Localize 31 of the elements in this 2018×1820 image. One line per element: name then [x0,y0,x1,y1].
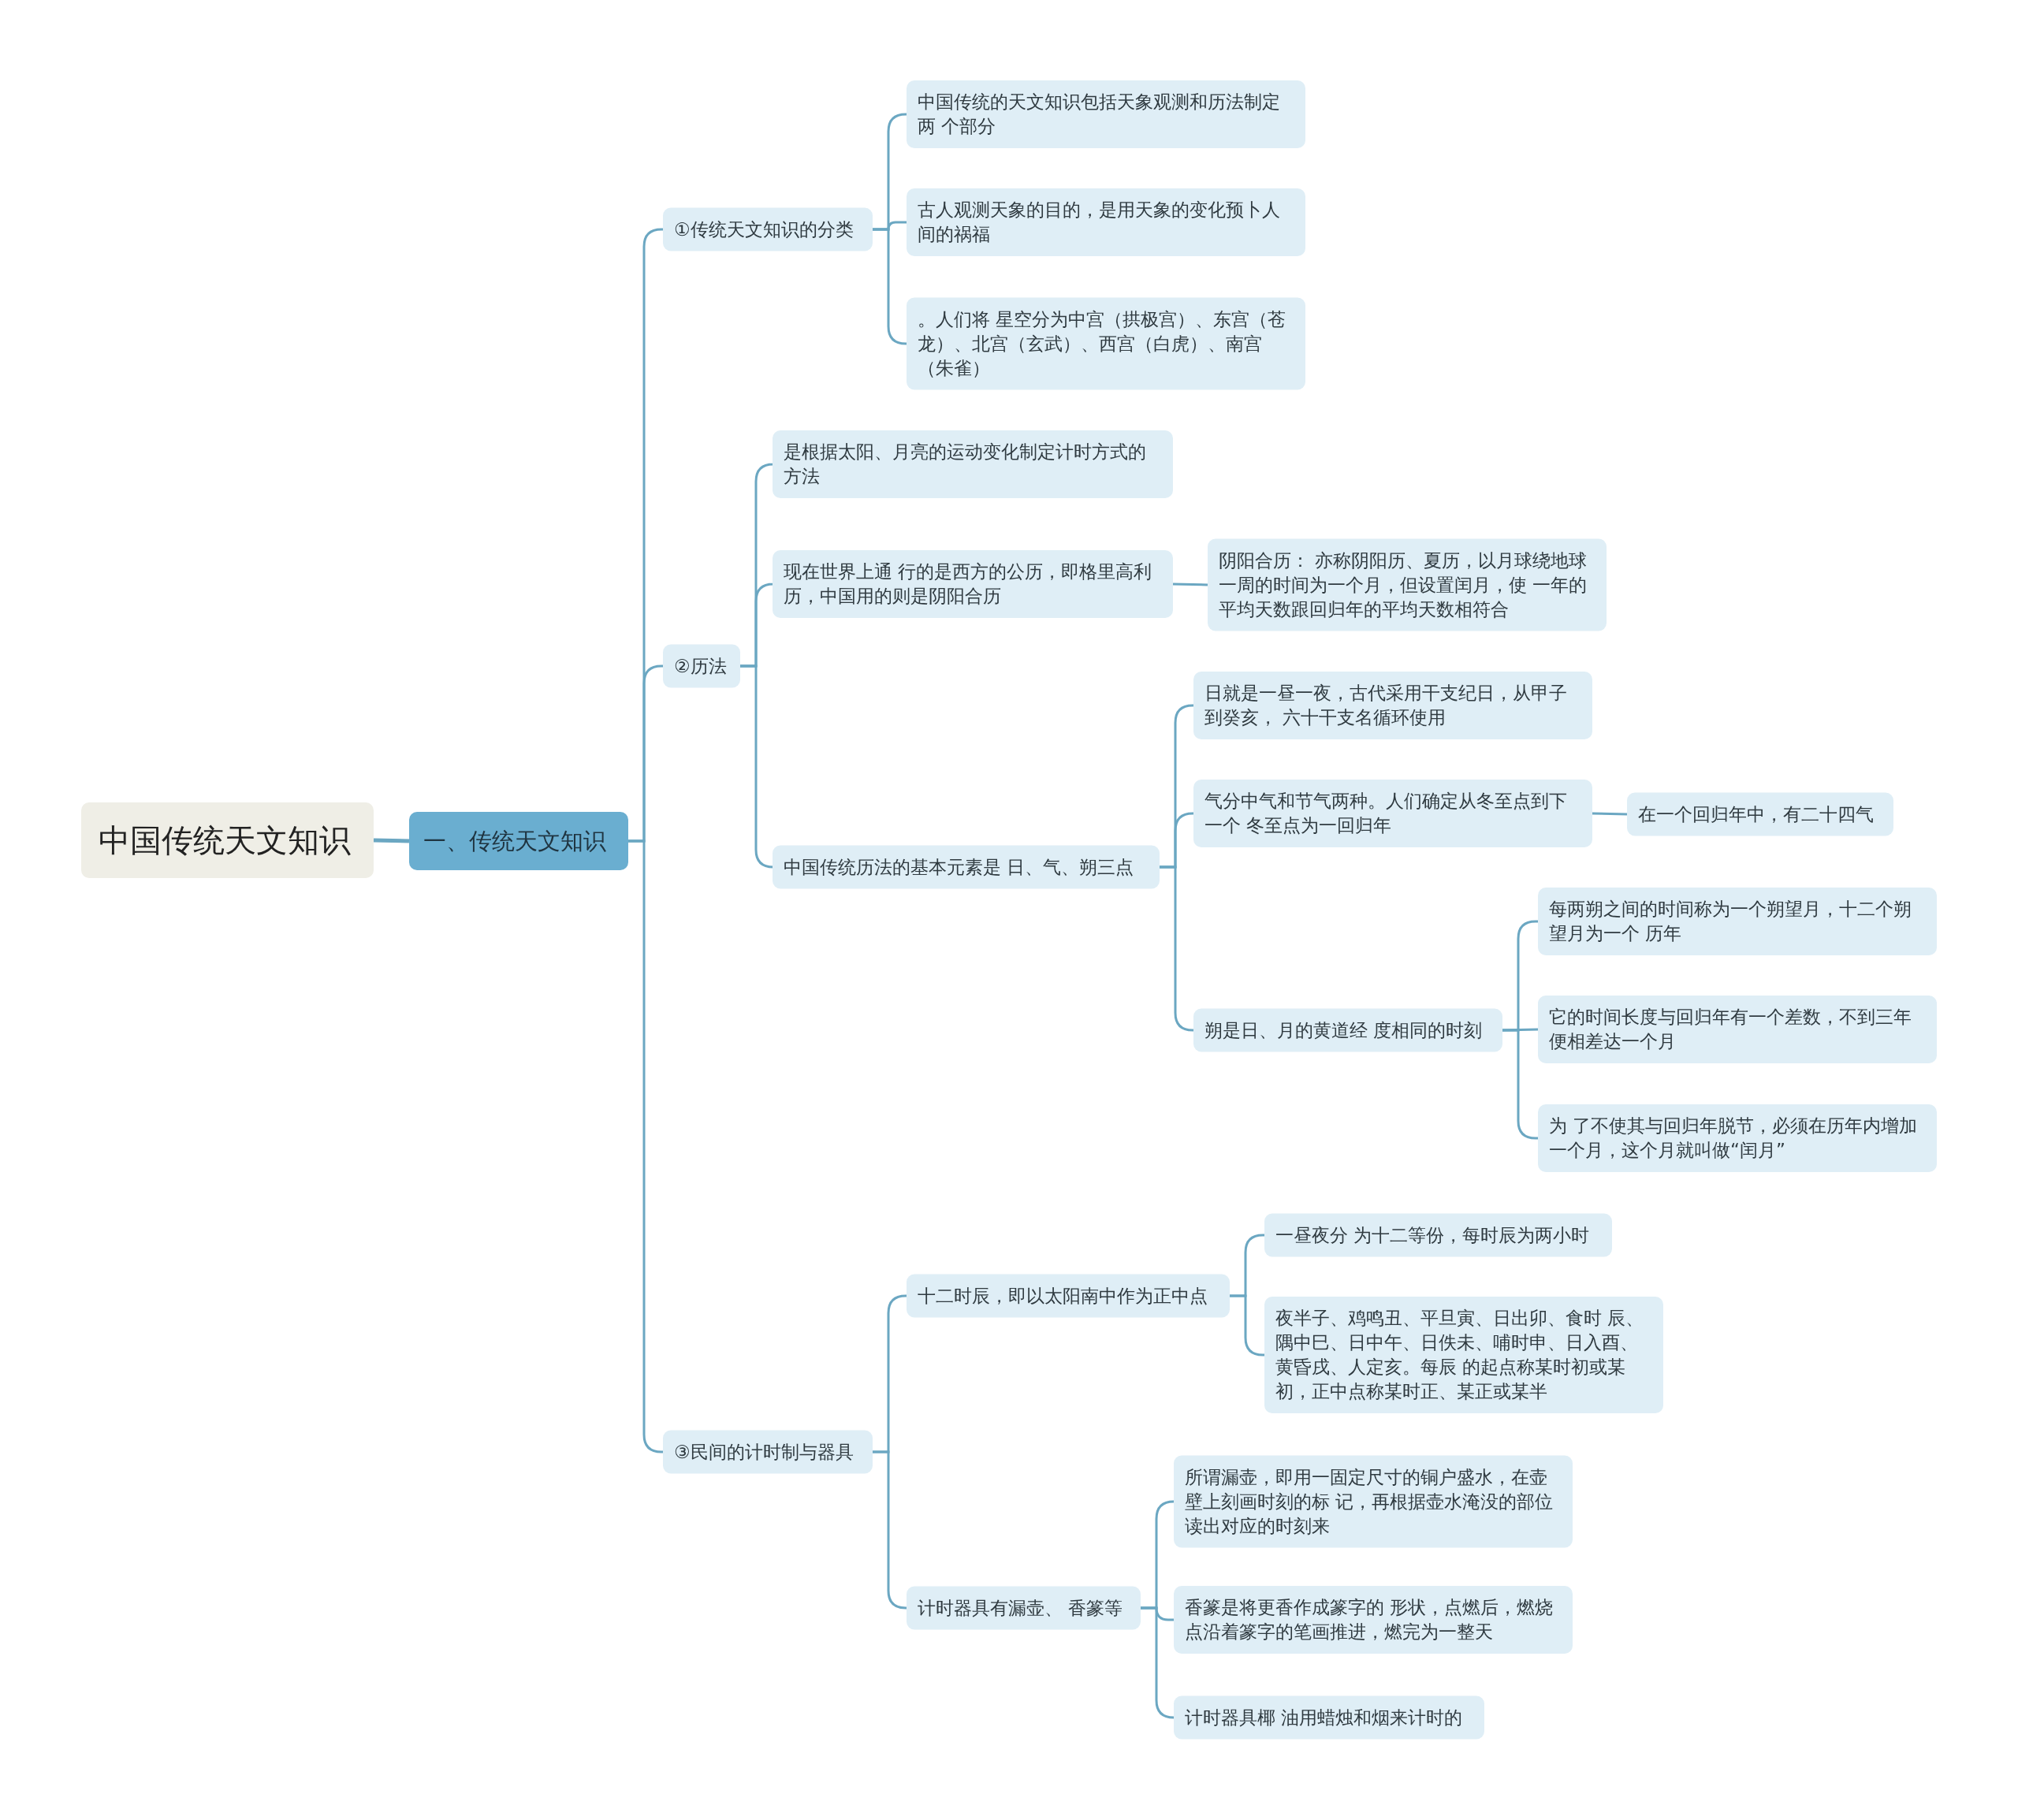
connector [1141,1606,1175,1719]
subtopic: ②历法 [663,644,740,688]
subtopic: 它的时间长度与回归年有一个差数，不到三年便相差达一个月 [1538,996,1937,1063]
main-topic: 一、传统天文知识 [409,812,628,870]
subtopic: 在一个回归年中，有二十四气 [1627,792,1893,836]
subtopic: 所谓漏壶，即用一固定尺寸的铜户盛水，在壶壁上刻画时刻的标 记，再根据壶水淹没的部位读出对应的时刻来 [1174,1455,1573,1548]
subtopic: 气分中气和节气两种。人们确定从冬至点到下一个 冬至点为一回归年 [1193,780,1592,847]
subtopic: 日就是一昼一夜，古代采用干支纪日，从甲子到癸亥， 六十干支名循环使用 [1193,672,1592,739]
central-topic: 中国传统天文知识 [81,802,374,878]
subtopic: 一昼夜分 为十二等份，每时辰为两小时 [1264,1213,1612,1257]
subtopic: 香篆是将更香作成篆字的 形状，点燃后，燃烧点沿着篆字的笔画推进，燃完为一整天 [1174,1586,1573,1654]
subtopic: 古人观测天象的目的，是用天象的变化预卜人间的祸福 [907,188,1305,256]
subtopic: 是根据太阳、月亮的运动变化制定计时方式的方法 [773,430,1173,498]
connector [373,838,410,843]
subtopic: 朔是日、月的黄道经 度相同的时刻 [1193,1008,1502,1052]
subtopic: 每两朔之间的时间称为一个朔望月，十二个朔望月为一个 历年 [1538,888,1937,955]
connector [1502,1028,1539,1032]
subtopic: 计时器具椰 油用蜡烛和烟来计时的 [1174,1695,1484,1740]
subtopic: ③民间的计时制与器具 [663,1430,873,1474]
subtopic: 。人们将 星空分为中宫（拱极宫）、东宫（苍龙）、北宫（玄武）、西宫（白虎）、南宫（朱雀） [907,297,1305,390]
subtopic: 现在世界上通 行的是西方的公历，即格里高利历，中国用的则是阴阳合历 [773,550,1173,618]
subtopic: 中国传统的天文知识包括天象观测和历法制定两 个部分 [907,80,1305,148]
subtopic: 夜半子、鸡鸣丑、平旦寅、日出卯、食时 辰、隅中巳、日中午、日佚未、哺时申、日入酉、黄昏戌、人定亥。每辰 的起点称某时初或某初，正中点称某时正、某正或某半 [1264,1297,1663,1413]
subtopic: ①传统天文知识的分类 [663,207,873,251]
subtopic: 计时器具有漏壶、 香篆等 [907,1586,1141,1630]
subtopic: 十二时辰，即以太阳南中作为正中点 [907,1274,1230,1318]
connector [1592,812,1628,816]
subtopic: 中国传统历法的基本元素是 日、气、朔三点 [773,845,1160,889]
connector [1172,582,1208,586]
subtopic: 阴阳合历： 亦称阴阳历、夏历，以月球绕地球一周的时间为一个月，但设置闰月，使 一年的平均天数跟回归年的平均天数相符合 [1208,538,1607,631]
subtopic: 为 了不使其与回归年脱节，必须在历年内增加一个月，这个月就叫做“闰月” [1538,1104,1937,1172]
